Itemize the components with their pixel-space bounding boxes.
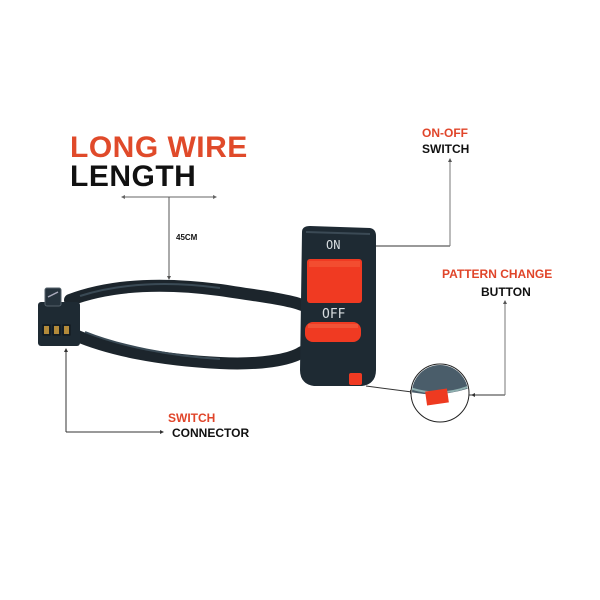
- headline-line1: LONG WIRE: [70, 131, 248, 164]
- zoom-detail: [412, 365, 468, 406]
- on-label: ON: [326, 238, 341, 252]
- wire-cable: [64, 279, 308, 370]
- measurement-indicator: [121, 195, 217, 280]
- callout-on-off-black: SWITCH: [422, 142, 470, 156]
- callout-pattern-red: PATTERN CHANGE: [442, 267, 553, 281]
- measurement-label: 45CM: [176, 233, 198, 242]
- switch-body: [300, 226, 376, 386]
- callout-connector-black: CONNECTOR: [172, 426, 250, 440]
- callout-on-off-red: ON-OFF: [422, 126, 468, 140]
- off-label: OFF: [322, 307, 346, 322]
- headline-line2: LENGTH: [70, 160, 197, 193]
- callout-pattern-black: BUTTON: [481, 285, 531, 299]
- connector-plug: [38, 287, 80, 346]
- callout-connector-red: SWITCH: [168, 411, 216, 425]
